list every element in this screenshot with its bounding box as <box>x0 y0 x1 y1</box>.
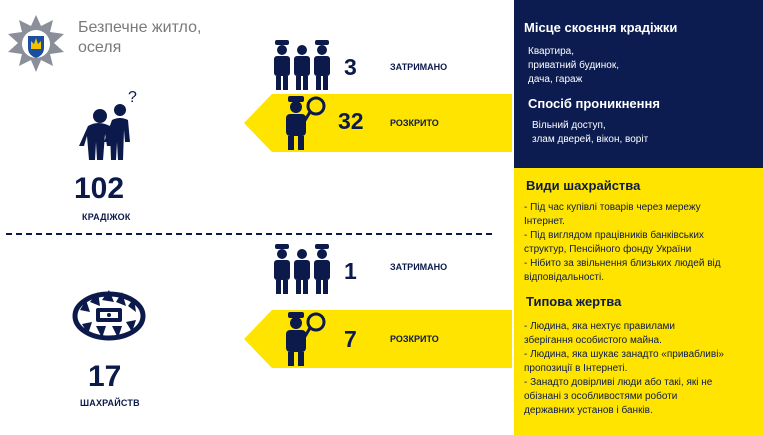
panel-text-victim: - Людина, яка нехтує правилами зберіганн… <box>524 321 724 416</box>
fraud-detained-number: 1 <box>344 258 357 284</box>
header-title: Безпечне житло, оселя <box>78 19 202 56</box>
theft-solved-label: РОЗКРИТО <box>390 118 439 128</box>
fraud-count: 17 <box>88 360 122 393</box>
detective-icon <box>286 312 326 366</box>
panel-text-place: Квартира, приватний будинок, дача, гараж <box>528 46 619 85</box>
fraud-solved-label: РОЗКРИТО <box>390 334 439 344</box>
theft-detained-number: 3 <box>344 54 357 80</box>
thieves-icon: ? <box>79 89 137 160</box>
theft-solved-banner <box>244 94 512 152</box>
theft-info-panel: Місце скоєння крадіжки Квартира, приватн… <box>514 0 763 168</box>
svg-text:?: ? <box>128 89 137 106</box>
panel-heading-victim: Типова жертва <box>526 294 622 309</box>
fraud-solved-number: 7 <box>344 326 357 352</box>
trap-icon <box>72 290 146 341</box>
police-group-icon <box>274 40 330 90</box>
fraud-info-panel: Види шахрайства - Під час купівлі товарі… <box>514 168 763 435</box>
panel-heading-place: Місце скоєння крадіжки <box>524 20 678 35</box>
section-divider <box>6 233 492 235</box>
theft-count: 102 <box>74 172 125 205</box>
theft-detained-label: ЗАТРИМАНО <box>390 62 448 72</box>
panel-text-fraud-types: - Під час купівлі товарів через мережу І… <box>524 202 721 283</box>
panel-heading-fraud-types: Види шахрайства <box>526 178 641 193</box>
fraud-caption: ШАХРАЙСТВ <box>80 398 140 408</box>
police-badge-icon <box>8 15 64 72</box>
fraud-solved-banner <box>244 310 512 368</box>
panel-heading-method: Спосіб проникнення <box>528 96 660 111</box>
panel-text-method: Вільний доступ, злам дверей, вікон, ворі… <box>532 120 649 145</box>
fraud-detained-label: ЗАТРИМАНО <box>390 262 448 272</box>
detective-icon <box>286 96 326 150</box>
theft-caption: КРАДІЖОК <box>82 212 131 222</box>
theft-solved-number: 32 <box>338 108 364 134</box>
police-group-icon <box>274 244 330 294</box>
